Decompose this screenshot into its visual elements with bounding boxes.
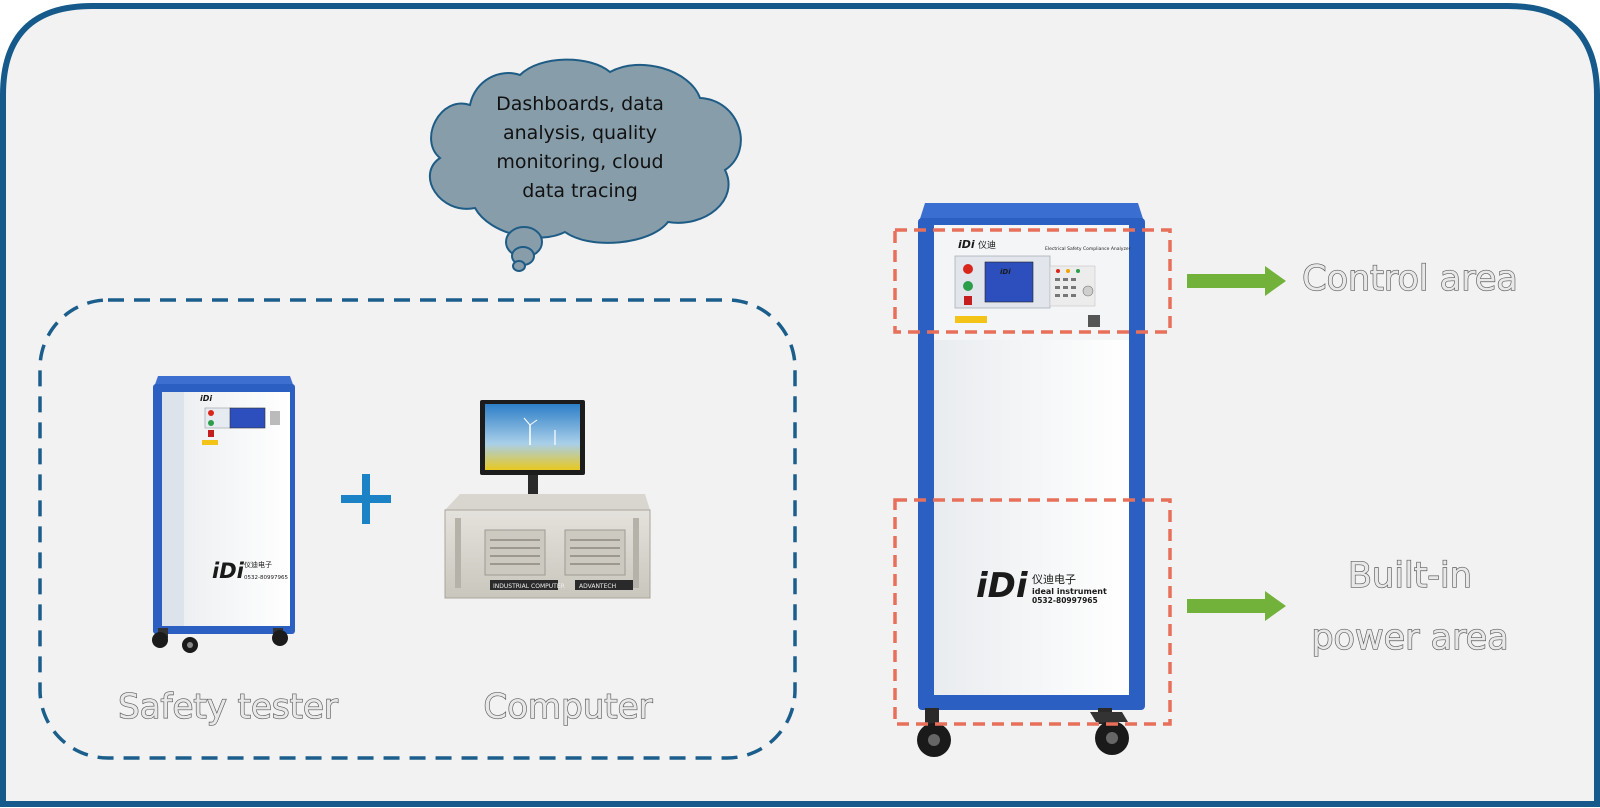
cloud-bubble-small [512, 260, 526, 272]
power-area-highlight-box [893, 498, 1172, 726]
large-cabinet-image: iDi 仪迪 Electrical Safety Compliance Anal… [917, 203, 1145, 757]
power-area-label-line1: Built-in [1348, 556, 1472, 596]
cloud-line-2: analysis, quality [503, 122, 657, 144]
computer-brand-text: ADVANTECH [579, 583, 616, 590]
computer-image: INDUSTRIAL COMPUTER ADVANTECH [444, 400, 651, 599]
large-cabinet-company-cn: 仪迪电子 [1032, 573, 1076, 586]
cloud-line-3: monitoring, cloud [496, 151, 663, 173]
large-panel-logo: iDi [958, 238, 975, 251]
right-arrow-icon [1187, 266, 1286, 296]
small-cabinet-phone: 0532-80997965 [244, 575, 288, 581]
small-cabinet-company: 仪迪电子 [244, 560, 272, 569]
thought-cloud: Dashboards, data analysis, quality monit… [428, 58, 742, 272]
large-cabinet-company-en: ideal instrument [1032, 587, 1107, 596]
right-arrow-icon [1187, 591, 1286, 621]
safety-tester-image: iDi iDi 仪迪电子 0532-80997965 [152, 376, 295, 653]
large-panel-subtitle: Electrical Safety Compliance Analyzer [1045, 246, 1131, 252]
large-cabinet-phone: 0532-80997965 [1032, 596, 1098, 605]
power-area-label-line2: power area [1311, 618, 1508, 658]
small-panel-logo: iDi [200, 394, 212, 403]
screen-logo: iDi [1000, 268, 1011, 276]
cloud-line-1: Dashboards, data [496, 93, 664, 115]
plus-icon [341, 474, 391, 524]
computer-badge-text: INDUSTRIAL COMPUTER [493, 583, 565, 590]
large-panel-logo-cn: 仪迪 [978, 239, 996, 251]
control-area-highlight-box [893, 228, 1172, 334]
control-area-label: Control area [1302, 259, 1518, 299]
large-cabinet-logo: iDi [976, 566, 1029, 606]
left-group-dashed-border [38, 298, 797, 760]
cloud-line-4: data tracing [522, 180, 638, 202]
safety-tester-label: Safety tester [118, 687, 338, 727]
small-cabinet-logo: iDi [212, 559, 245, 583]
computer-label: Computer [483, 687, 652, 727]
